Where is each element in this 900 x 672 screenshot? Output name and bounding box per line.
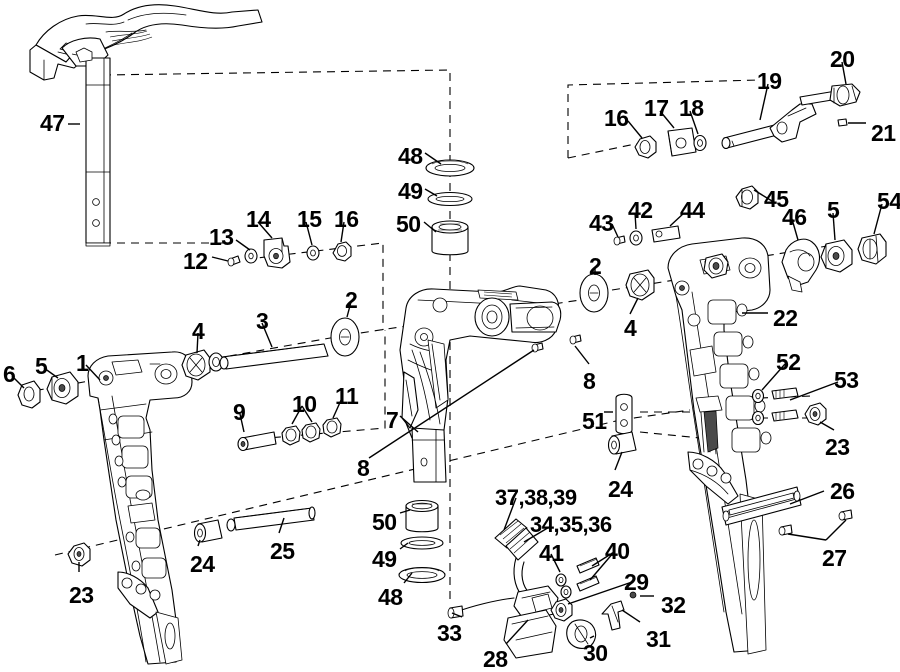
bottom-switch-group [447, 518, 637, 659]
hardware-2b-4b [579, 269, 655, 313]
callout-40: 40 [605, 538, 630, 564]
callout-49: 49 [398, 178, 423, 204]
callout-32: 32 [661, 592, 686, 618]
hardware-46-5-54 [781, 233, 887, 293]
callout-16: 16 [334, 206, 359, 232]
callout-3: 3 [256, 308, 269, 334]
callout-23: 23 [825, 434, 850, 460]
callout-18: 18 [679, 95, 704, 121]
callout-34-35-36: 34,35,36 [530, 512, 612, 537]
hardware-52-53-23b [751, 387, 827, 426]
callout-48: 48 [378, 584, 403, 610]
callout-11: 11 [335, 383, 359, 409]
callout-37-38-39: 37,38,39 [495, 485, 577, 510]
callout-30: 30 [583, 640, 608, 666]
callout-52: 52 [776, 349, 801, 375]
callout-22: 22 [773, 305, 798, 331]
callout-54: 54 [877, 188, 900, 214]
leader-lines [11, 61, 883, 645]
parts-26-27-anode [721, 486, 853, 536]
callout-8: 8 [583, 368, 596, 394]
callout-2: 2 [589, 253, 602, 279]
hardware-45-nut [735, 185, 759, 210]
hardware-9-10-11 [237, 417, 342, 452]
callout-49: 49 [372, 546, 397, 572]
seal-bushing-stack-upper [425, 159, 475, 256]
callout-24: 24 [608, 476, 633, 502]
callout-29: 29 [624, 569, 649, 595]
callout-43: 43 [589, 210, 614, 236]
tilt-shaft-group-16-21 [634, 83, 861, 159]
callout-24: 24 [190, 551, 215, 577]
callout-9: 9 [233, 399, 246, 425]
callout-26: 26 [830, 478, 855, 504]
callout-44: 44 [680, 197, 705, 223]
callout-41: 41 [539, 540, 564, 566]
hardware-8-screws [531, 334, 582, 353]
callout-13: 13 [209, 224, 234, 250]
hardware-42-43-44 [613, 225, 681, 246]
seal-bushing-stack-lower [398, 499, 446, 584]
callout-4: 4 [192, 318, 205, 344]
callout-20: 20 [830, 46, 855, 72]
callout-23: 23 [69, 582, 94, 608]
callout-15: 15 [297, 206, 322, 232]
callout-45: 45 [764, 186, 789, 212]
callout-51: 51 [582, 408, 607, 434]
callout-53: 53 [834, 367, 859, 393]
hardware-5-6-left [17, 371, 79, 409]
callout-27: 27 [822, 545, 847, 571]
callout-4: 4 [624, 315, 637, 341]
callout-19: 19 [757, 68, 782, 94]
callout-50: 50 [396, 211, 421, 237]
callout-16: 16 [604, 105, 629, 131]
hardware-row-12-16 [227, 237, 352, 269]
callout-33: 33 [437, 620, 462, 646]
part-7-swivel-bracket [399, 285, 562, 483]
callout-14: 14 [246, 206, 271, 232]
parts-24-25-tilt-tube [193, 431, 637, 543]
callout-2: 2 [345, 287, 358, 313]
part-47-tiller-handle [29, 4, 263, 247]
callout-5: 5 [827, 197, 840, 223]
callout-6: 6 [3, 361, 16, 387]
hardware-23a-nut [67, 542, 91, 567]
callout-31: 31 [646, 626, 671, 652]
callout-42: 42 [628, 197, 653, 223]
callout-25: 25 [270, 538, 295, 564]
callout-48: 48 [398, 143, 423, 169]
callout-5: 5 [35, 353, 48, 379]
part-1-port-transom-bracket [87, 351, 193, 665]
callout-46: 46 [782, 204, 807, 230]
hardware-2-3-4-left [181, 317, 360, 381]
callout-47: 47 [40, 110, 65, 136]
callout-1: 1 [76, 350, 89, 376]
callout-21: 21 [871, 120, 896, 146]
callout-50: 50 [372, 509, 397, 535]
callout-12: 12 [183, 248, 208, 274]
callout-8: 8 [357, 455, 370, 481]
callout-17: 17 [644, 95, 669, 121]
callout-28: 28 [483, 646, 508, 672]
callout-7: 7 [386, 407, 399, 433]
part-51-plate [615, 393, 633, 435]
callout-10: 10 [292, 391, 317, 417]
